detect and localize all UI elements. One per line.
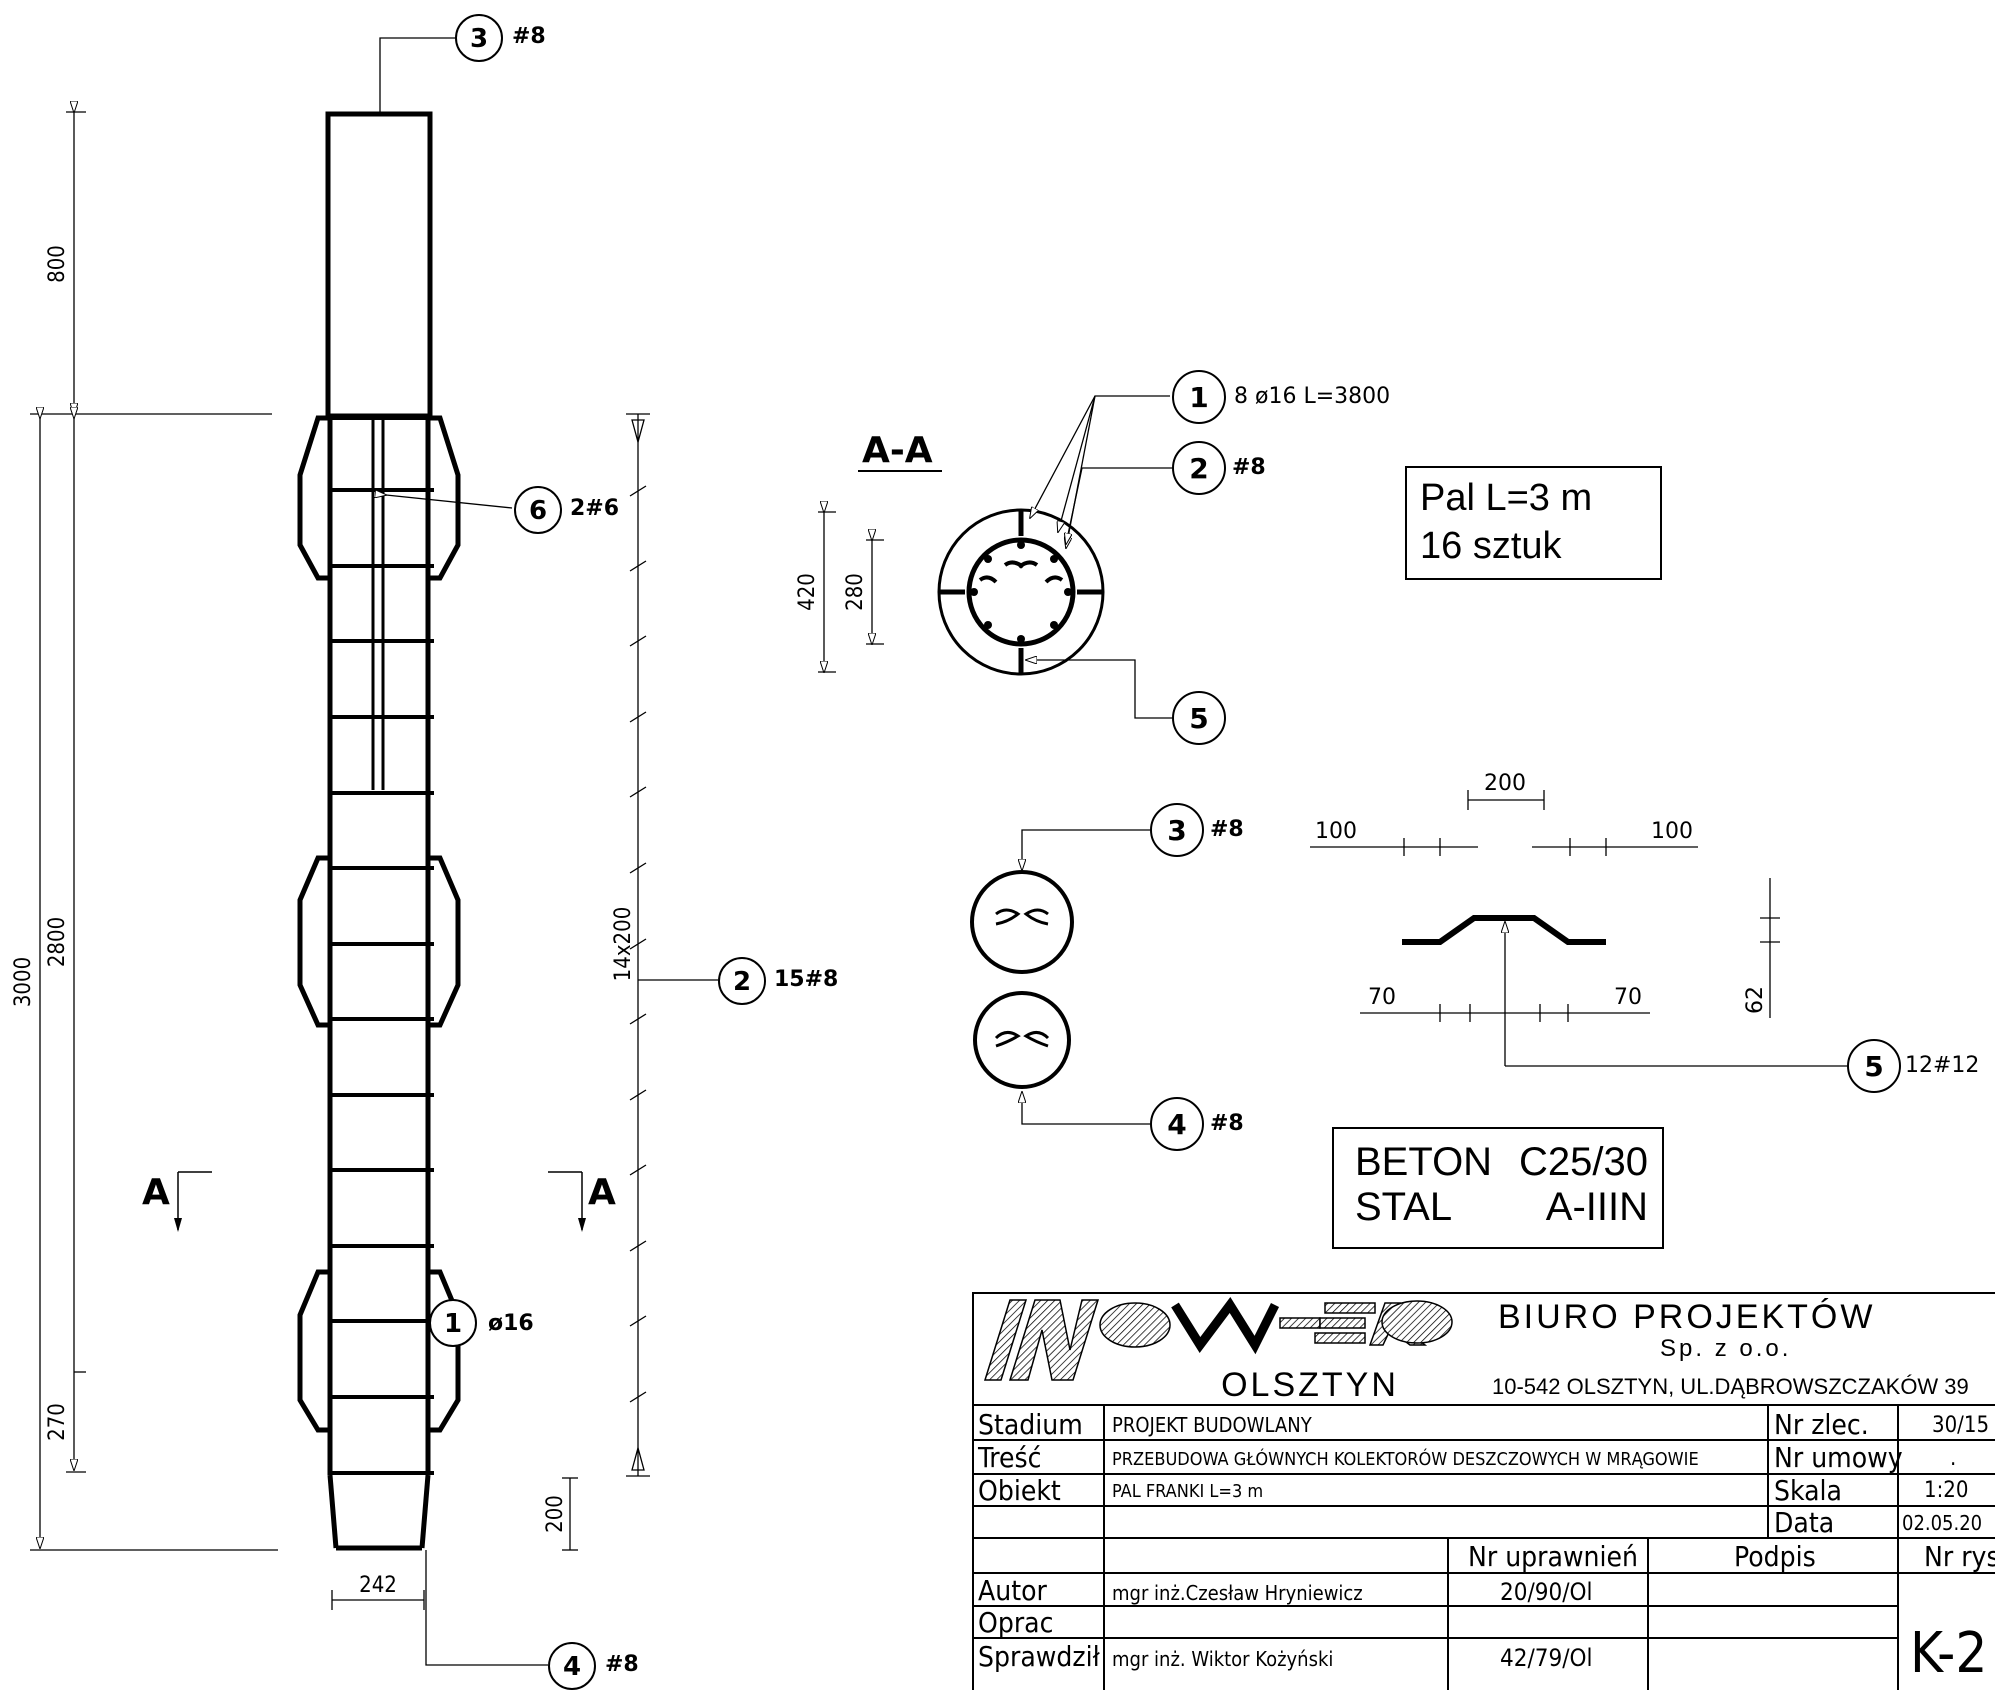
callout-4-bottom: 4 #8 <box>425 1550 639 1690</box>
callout-1: 1 ø16 <box>429 1299 534 1347</box>
row-stadium-kval: 30/15 <box>1932 1413 1989 1438</box>
row-stadium-value: PROJEKT BUDOWLANY <box>1112 1413 1313 1437</box>
bar5-detail: 200 100 100 70 70 62 5 12#12 <box>1310 771 1979 1093</box>
dim-14x200: 14x200 <box>611 907 636 982</box>
person-sprawdzil-name: mgr inż. Wiktor Kożyński <box>1112 1647 1333 1671</box>
dim-2800: 2800 <box>45 917 70 967</box>
company-logo <box>983 1297 1453 1381</box>
person-sprawdzil-nr: 42/79/Ol <box>1500 1644 1592 1672</box>
section-callout-1-label: 8 ø16 L=3800 <box>1234 384 1390 409</box>
stal-value: A-IIIN <box>1546 1185 1648 1229</box>
head-podpis: Podpis <box>1734 1540 1816 1573</box>
pile-note-line2: 16 sztuk <box>1420 525 1563 567</box>
section-title: A-A <box>862 430 933 471</box>
stirrup-callout-3: 3 <box>1167 814 1186 847</box>
dim-280: 280 <box>843 573 868 611</box>
office-address: 10-542 OLSZTYN, UL.DĄBROWSZCZAKÓW 39 <box>1492 1374 1969 1399</box>
dim-242: 242 <box>359 1573 397 1598</box>
svg-text:6: 6 <box>529 496 547 526</box>
dim-270: 270 <box>45 1403 70 1441</box>
row-skala-kval: 1:20 <box>1924 1478 1968 1503</box>
svg-text:ø16: ø16 <box>488 1311 534 1336</box>
person-autor-name: mgr inż.Czesław Hryniewicz <box>1112 1581 1363 1605</box>
callout-2: 2 15#8 <box>638 957 838 1005</box>
drawing-number: K-2 <box>1910 1621 1987 1686</box>
beton-label: BETON <box>1355 1140 1492 1184</box>
row-obiekt-label: Obiekt <box>978 1474 1061 1507</box>
row-data-key: Data <box>1774 1506 1834 1539</box>
head-uprawnien: Nr uprawnień <box>1468 1540 1638 1573</box>
elevation-dim-texts: 800 2800 3000 270 14x200 200 242 <box>11 245 636 1598</box>
dim-800: 800 <box>45 245 70 283</box>
svg-text:2#6: 2#6 <box>570 496 619 521</box>
bar5-dim-left: 100 <box>1315 819 1357 844</box>
row-obiekt-value: PAL FRANKI L=3 m <box>1112 1481 1263 1502</box>
logo-city: OLSZTYN <box>1221 1366 1399 1404</box>
svg-text:#8: #8 <box>605 1652 639 1677</box>
row-tresc-kval: . <box>1950 1446 1956 1471</box>
section-a-a: A-A 1 8 <box>795 370 1390 745</box>
row-skala-key: Skala <box>1774 1474 1842 1507</box>
office-name: BIURO PROJEKTÓW <box>1498 1298 1875 1336</box>
bar5-callout: 5 <box>1864 1050 1883 1083</box>
title-block: OLSZTYN BIURO PROJEKTÓW Sp. z o.o. 10-54… <box>972 1292 1995 1690</box>
stirrup-callout-4: 4 <box>1167 1108 1186 1141</box>
section-callout-2-label: #8 <box>1232 455 1266 480</box>
bar5-dim-bl: 70 <box>1368 985 1396 1010</box>
row-data-kval: 02.05.20 <box>1902 1511 1982 1535</box>
dim-3000: 3000 <box>11 957 36 1007</box>
section-callout-5: 5 <box>1189 702 1208 735</box>
beton-value: C25/30 <box>1519 1140 1648 1184</box>
svg-text:1: 1 <box>444 1309 462 1339</box>
elevation-dimensions <box>30 112 650 1610</box>
section-callout-2: 2 <box>1189 452 1208 485</box>
row-stadium-key: Nr zlec. <box>1774 1408 1869 1441</box>
pile-note-line1: Pal L=3 m <box>1420 477 1592 519</box>
person-sprawdzil-role: Sprawdził <box>978 1640 1101 1673</box>
dim-420: 420 <box>795 573 820 611</box>
person-autor-nr: 20/90/Ol <box>1500 1578 1592 1606</box>
bar5-dim-br: 70 <box>1614 985 1642 1010</box>
person-oprac-role: Oprac <box>978 1606 1053 1639</box>
bar5-dim-h: 62 <box>1743 986 1768 1014</box>
company-form: Sp. z o.o. <box>1660 1335 1791 1362</box>
row-tresc-key: Nr umowy <box>1774 1441 1903 1474</box>
person-autor-role: Autor <box>978 1574 1047 1607</box>
stal-label: STAL <box>1355 1185 1452 1229</box>
section-callout-1: 1 <box>1189 381 1208 414</box>
dim-200-tip: 200 <box>543 1495 568 1533</box>
stirrup-callout-4-label: #8 <box>1210 1111 1244 1136</box>
section-marks: A A <box>142 1171 616 1232</box>
svg-text:4: 4 <box>563 1652 581 1682</box>
section-mark-right: A <box>588 1172 616 1213</box>
bar5-callout-label: 12#12 <box>1905 1053 1979 1078</box>
pile-elevation <box>297 111 461 1551</box>
svg-text:2: 2 <box>733 967 751 997</box>
row-stadium-label: Stadium <box>978 1408 1083 1441</box>
callout-6: 6 2#6 <box>386 486 619 534</box>
svg-text:15#8: 15#8 <box>774 967 838 992</box>
stirrup-details: 3 #8 4 #8 <box>970 803 1244 1151</box>
callout-3-top: 3 #8 <box>379 14 546 114</box>
row-tresc-label: Treść <box>977 1441 1041 1474</box>
pile-note: Pal L=3 m 16 sztuk <box>1405 466 1662 580</box>
svg-text:3: 3 <box>470 24 488 54</box>
head-nr-rys: Nr rys <box>1924 1540 1995 1573</box>
section-mark-left: A <box>142 1172 170 1213</box>
row-tresc-value: PRZEBUDOWA GŁÓWNYCH KOLEKTORÓW DESZCZOWY… <box>1112 1448 1699 1470</box>
svg-text:#8: #8 <box>512 24 546 49</box>
materials-box: BETON C25/30 STAL A-IIIN <box>1332 1127 1664 1249</box>
bar5-dim-right: 100 <box>1651 819 1693 844</box>
bar5-dim-top: 200 <box>1484 771 1526 796</box>
stirrup-callout-3-label: #8 <box>1210 817 1244 842</box>
